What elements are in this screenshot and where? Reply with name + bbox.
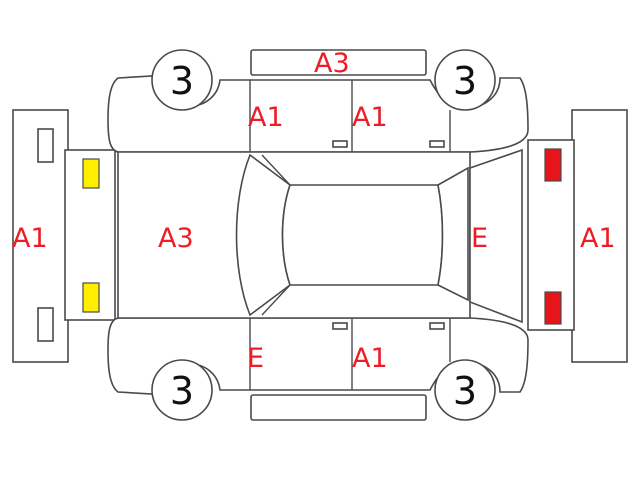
rear-window [437,166,469,302]
tire-rear-right-grade: 3 [453,369,477,413]
tire-rear-right-circle [434,359,496,421]
label-rear-glass: E [471,223,488,254]
tire-front-right: 3 [151,359,213,421]
roof [281,184,444,286]
label-rear-bumper: A1 [580,223,616,254]
tire-front-left: 3 [151,49,213,111]
tire-front-left-grade: 3 [170,59,194,103]
tire-front-right-circle [151,359,213,421]
right-side-sill [250,394,427,421]
tire-front-left-circle [151,49,213,111]
left-rear-door-handle [429,140,445,148]
label-left-rear-door: A1 [352,102,388,133]
front-bumper-vent-top [37,128,54,163]
trunk-lid [469,148,523,324]
left-side-profile [107,75,529,153]
a-pillar-left [261,154,291,186]
tire-rear-left: 3 [434,49,496,111]
rear-lamp-top [544,148,562,182]
label-hood: A3 [158,223,194,254]
left-front-door-handle [332,140,348,148]
front-bumper-vent-bottom [37,307,54,342]
tire-front-right-grade: 3 [170,369,194,413]
label-front-bumper: A1 [12,223,48,254]
label-left-front-door: A1 [248,102,284,133]
label-right-front-door: E [247,343,264,374]
label-roof-top-edge: A3 [314,48,350,79]
rear-lamp-bottom [544,291,562,325]
front-lamp-top [82,158,100,189]
a-pillar-right [261,284,291,316]
right-side-profile [107,317,529,395]
tire-rear-left-circle [434,49,496,111]
tire-rear-right: 3 [434,359,496,421]
right-rear-door-handle [429,322,445,330]
front-lamp-bottom [82,282,100,313]
left-side-sill [250,49,427,76]
right-front-door-handle [332,322,348,330]
label-right-rear-door: A1 [352,343,388,374]
tire-rear-left-grade: 3 [453,59,477,103]
front-bumper [12,109,69,363]
